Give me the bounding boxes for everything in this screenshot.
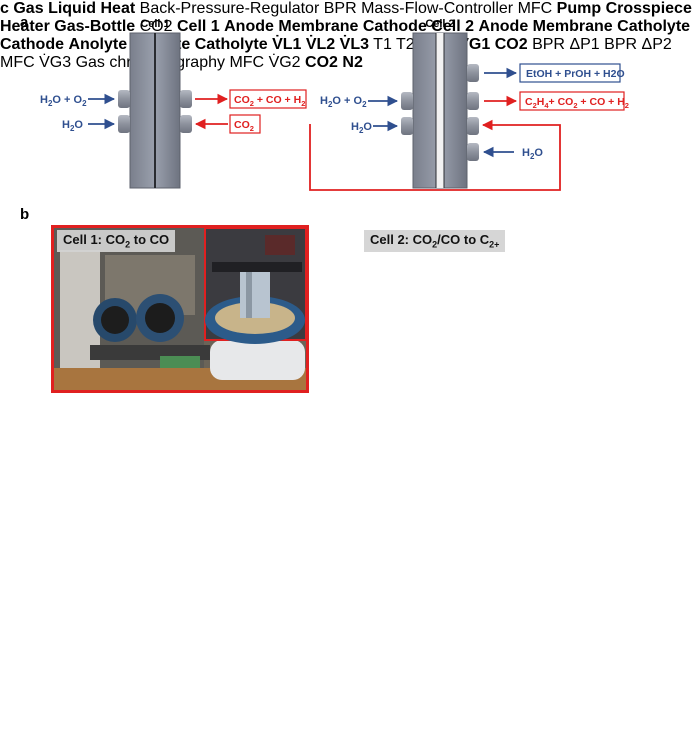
cell1-block [118,32,192,189]
vg2-label: V̇G2 [268,54,301,71]
bottle-n2-label: N2 [342,54,363,71]
legend-gas: Gas [13,0,44,17]
cell2-out-1-label: EtOH + PrOH + H2O [526,68,625,80]
bottle-n2: N2 const data = JSON.parse(document.getE… [342,54,362,71]
legend-bpr-icon: BPR Mass-Flow-Controller MFC Pump Crossp… [0,0,692,35]
legend-pump-icon: Crosspiece Heater Gas-Bottle CO2 [0,0,692,35]
cell2-left-top-label: H2O + O2 [320,95,367,109]
bottle-co: CO2 N2 const data = JSON.parse(document.… [305,54,363,71]
cell1-left-bottom-label: H2O [62,119,83,133]
cell1-out-top-label: CO2 + CO + H2 [234,94,305,108]
legend-heat: Heat [100,0,136,17]
vl1-label: V̇L1 [272,36,302,53]
c-cell1-anode: Anode [224,18,274,35]
c-cell2-catholyte-layer: Catholyte [617,18,691,35]
c-cell2-cathode: Cathode [0,36,64,53]
vl2-label: V̇L2 [305,36,336,53]
cell1-left-top-label: H2O + O2 [40,94,87,108]
c-cell2-membrane: Membrane [532,18,613,35]
dp1-label: ΔP1 [569,36,600,53]
cell1-port-left-bottom [118,115,130,133]
cell1-port-right-bottom [180,115,192,133]
cell2-left-bottom-label: H2O [351,121,372,135]
mfc-g2: MFC V̇G2 CO2 N2 const data = JSON.parse(… [229,54,362,71]
cell1-out-top-box [229,89,307,109]
cell2-out-2-box [519,91,625,111]
bpr-dp2-abbr: BPR [604,36,638,53]
mfc-g3-abbr: MFC [0,54,35,71]
cell2-out-1-box [519,63,621,83]
cell1-out-bottom-label: CO2 [234,119,254,133]
c-cell1-title: Cell 1 [176,18,220,35]
cell2-title: Cell 2 [425,18,454,30]
t2-label: T2 [396,36,415,53]
bottle-co2-c1-label: CO2 [494,36,528,53]
photo-cell1 [51,225,309,393]
photo1-label: Cell 1: CO2 to CO [57,230,176,252]
vl3-label: V̇L3 [339,36,369,53]
catholyte-label: Catholyte [194,36,268,53]
legend-bottle-co2: CO2 [139,18,173,35]
legend-heater-icon: Gas-Bottle CO2 [54,18,177,35]
anolyte-1-label: Anolyte [68,36,128,53]
mfc-g2-abbr: MFC [229,54,265,71]
legend-mfc-abbr: MFC [517,0,553,17]
c-cell2-title: Cell 2 [431,18,474,35]
cell1-title: Cell 1 [140,18,169,30]
vg3-label: V̇G3 [39,54,72,71]
panel-c-label: c [0,0,9,17]
cell2-port-left-bottom [401,117,413,135]
legend-liquid-line: Heat Back-Pressure-Regulator BPR Mass-Fl… [0,0,692,35]
legend-bpr-caption: Back-Pressure-Regulator [139,0,320,17]
legend-gas-bottle: Gas-Bottle [54,18,136,35]
c-cell1-membrane: Membrane [278,18,359,35]
bpr-dp1-abbr: BPR [532,36,565,53]
c-cell2-anode: Anode [478,18,529,35]
cell2-port-right-1 [467,64,479,82]
legend-crosspiece: Crosspiece [605,0,692,17]
bottle-co-label: CO2 [305,54,338,71]
legend-crosspiece-icon: Heater Gas-Bottle CO2 [0,18,177,35]
legend-heater: Heater [0,18,50,35]
legend-pump: Pump [556,0,602,17]
cell1-port-left-top [118,90,130,108]
legend-mfc-icon: MFC Pump Crosspiece Heater Gas-Bottle CO… [0,0,692,35]
dp2-label: ΔP2 [641,36,672,53]
cell2-port-right-2 [467,92,479,110]
cell2-port-right-3 [467,117,479,135]
c-cell1-cathode: Cathode [362,18,427,35]
t1-label: T1 [373,36,392,53]
cell2-out-2-label: C2H4+ CO2 + CO + H2 [525,96,629,110]
legend-heat-line: Back-Pressure-Regulator BPR Mass-Flow-Co… [0,0,692,35]
legend-gas-line: Liquid Heat Back-Pressure-Regulator BPR … [0,0,692,35]
cell2-port-right-4 [467,143,479,161]
legend: Gas Liquid Heat Back-Pressure-Regulator … [0,0,692,35]
legend-liquid: Liquid [48,0,97,17]
gc-label-1: Gas [75,54,105,71]
cell2-port-left-top [401,92,413,110]
photo2-label: Cell 2: CO2/CO to C2+ [364,230,506,252]
cell1-to-cell2-feed [309,119,561,191]
cell1-port-right-top [180,90,192,108]
panel-a-label: a [20,14,29,31]
cell2-block [401,32,479,189]
panel-b-label: b [20,206,29,223]
legend-mfc-caption: Mass-Flow-Controller [361,0,514,17]
cell1-out-bottom-box [229,114,261,134]
legend-gas-bottle-icon: CO2 [140,18,177,35]
cell2-in-water-label: H2O [522,147,543,161]
legend-bpr-abbr: BPR [323,0,357,17]
